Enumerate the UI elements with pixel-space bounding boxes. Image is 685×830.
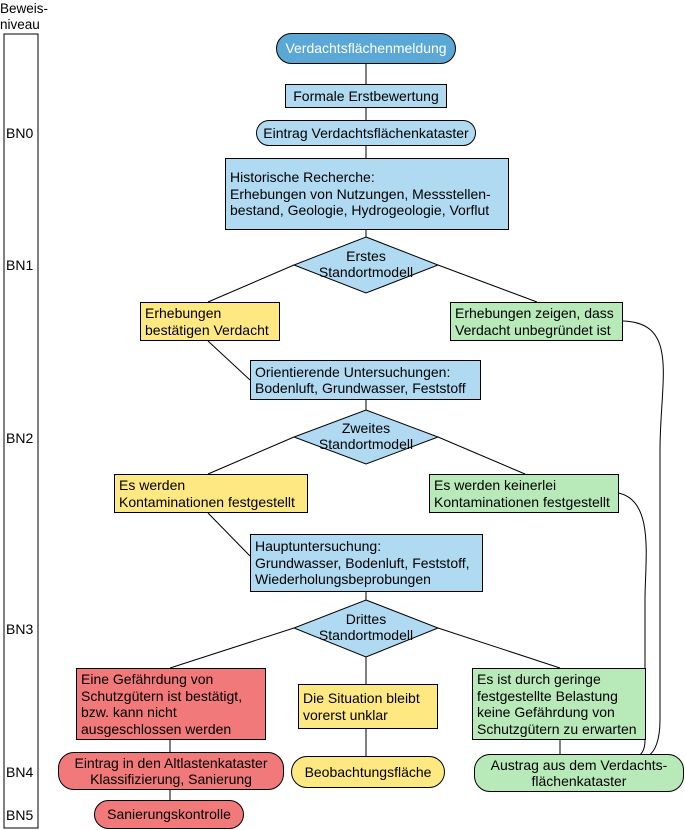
decision1-label: Erstes Standortmodell <box>306 248 426 280</box>
node-keinerlei-kontaminationen[interactable]: Es werden keinerlei Kontaminationen fest… <box>429 474 619 513</box>
sidebar-frame <box>3 33 39 829</box>
node-text: ausgeschlossen werden <box>81 720 232 737</box>
node-text: Bodenluft, Grundwasser, Feststoff <box>255 380 466 396</box>
node-beobachtungsflaeche[interactable]: Beobachtungsfläche <box>291 756 445 788</box>
node-text: Verdachtsflächenmeldung <box>285 40 447 57</box>
node-sanierungskontrolle[interactable]: Sanierungskontrolle <box>94 800 244 829</box>
node-text: Hauptuntersuchung: <box>255 538 382 555</box>
node-text: Schutzgütern ist bestätigt, <box>81 687 243 704</box>
node-text: Schutzgütern zu erwarten <box>477 720 637 737</box>
node-text: bzw. kann nicht <box>81 704 177 720</box>
node-text: keine Gefährdung von <box>477 704 615 720</box>
node-text: Eintrag in den Altlastenkataster <box>74 754 268 771</box>
node-text: Formale Erstbewertung <box>293 87 439 104</box>
node-orientierende-untersuchungen[interactable]: Orientierende Untersuchungen: Bodenluft,… <box>250 360 481 400</box>
node-text: Historische Recherche: <box>230 169 375 186</box>
node-text: Erhebungen von Nutzungen, Messstellen- <box>230 185 491 202</box>
node-historische-recherche[interactable]: Historische Recherche: Erhebungen von Nu… <box>225 158 509 230</box>
node-text: Drittes <box>345 611 387 627</box>
node-formale-erstbewertung[interactable]: Formale Erstbewertung <box>285 84 447 108</box>
node-verdacht-unbegruendet[interactable]: Erhebungen zeigen, dass Verdacht unbegrü… <box>450 302 623 341</box>
node-text: Eintrag Verdachtsflächenkataster <box>263 124 469 141</box>
node-text: Sanierungskontrolle <box>107 806 231 823</box>
edge-decision3-keinegef <box>437 627 561 669</box>
node-text: vorerst unklar <box>303 706 388 723</box>
sidebar-title: Beweis- niveau <box>0 1 48 33</box>
edge-decision2-kontnein <box>437 436 526 475</box>
node-text: Es werden keinerlei <box>434 477 557 493</box>
edge-decision2-kontja <box>207 436 295 475</box>
node-text: Kontaminationen festgestellt <box>119 493 295 510</box>
node-text: flächenkataster <box>531 773 627 789</box>
node-hauptuntersuchung[interactable]: Hauptuntersuchung: Grundwasser, Bodenluf… <box>250 534 483 592</box>
decision2-label: Zweites Standortmodell <box>306 420 426 452</box>
level-bn1: BN1 <box>6 257 34 273</box>
node-text: Standortmodell <box>318 436 414 452</box>
node-kontaminationen-festgestellt[interactable]: Es werden Kontaminationen festgestellt <box>114 474 308 513</box>
node-text: Kontaminationen festgestellt <box>434 493 610 510</box>
node-text: Die Situation bleibt <box>303 690 420 706</box>
node-text: bestätigen Verdacht <box>145 321 269 338</box>
decision2-diamond <box>292 409 440 465</box>
node-altlastenkataster[interactable]: Eintrag in den Altlastenkataster Klassif… <box>58 752 284 790</box>
node-text: festgestellte Belastung <box>477 687 618 704</box>
node-text: Austrag aus dem Verdachts- <box>490 756 668 773</box>
decision1-diamond <box>292 236 440 294</box>
node-text: Wiederholungsbeprobungen <box>255 571 431 588</box>
node-text: Standortmodell <box>318 627 414 643</box>
node-text: Zweites <box>341 420 391 436</box>
level-bn3: BN3 <box>6 621 34 637</box>
sidebar-title-line: Beweis- <box>0 1 49 16</box>
decision3-label: Drittes Standortmodell <box>306 611 426 643</box>
node-text: Orientierende Untersuchungen: <box>255 363 451 380</box>
node-text: bestand, Geologie, Hydrogeologie, Vorflu… <box>230 202 490 219</box>
node-text: Erhebungen <box>145 305 222 321</box>
node-keine-gefaehrdung[interactable]: Es ist durch geringe festgestellte Belas… <box>472 668 646 740</box>
node-text: Grundwasser, Bodenluft, Feststoff, <box>255 554 470 571</box>
node-text: Erstes <box>346 248 386 264</box>
node-austrag-verdachtsflaechenkataster[interactable]: Austrag aus dem Verdachts- flächenkatast… <box>474 754 684 792</box>
level-bn2: BN2 <box>6 430 34 446</box>
node-text: Verdacht unbegründet ist <box>455 321 611 338</box>
node-text: Klassifizierung, Sanierung <box>90 771 252 787</box>
node-text: Es ist durch geringe <box>477 671 601 687</box>
node-text: Beobachtungsfläche <box>304 763 432 780</box>
edge-decision1-unbegruendet <box>437 264 538 303</box>
decision3-diamond <box>292 599 440 658</box>
level-bn5: BN5 <box>6 807 34 823</box>
node-text: Eine Gefährdung von <box>81 671 214 687</box>
edge-decision1-bestaetigt <box>207 264 295 303</box>
edge-decision3-gefaehrdung <box>169 627 295 669</box>
edge-unbegruendet-austrag <box>621 320 664 757</box>
edge-bestaetigt-orientierend <box>207 340 251 381</box>
edge-kontja-haupt <box>207 512 251 557</box>
edge-kontnein-austrag <box>617 492 647 757</box>
level-bn4: BN4 <box>6 764 34 780</box>
sidebar-title-line: niveau <box>0 17 40 32</box>
node-erhebungen-bestaetigen[interactable]: Erhebungen bestätigen Verdacht <box>140 302 280 341</box>
node-text: Es werden <box>119 477 186 493</box>
node-text: Erhebungen zeigen, dass <box>455 305 614 321</box>
level-bn0: BN0 <box>6 125 34 141</box>
node-verdachtsflaechenmeldung[interactable]: Verdachtsflächenmeldung <box>276 33 456 64</box>
node-situation-unklar[interactable]: Die Situation bleibt vorerst unklar <box>298 684 438 729</box>
node-eintrag-verdachtsflaechenkataster[interactable]: Eintrag Verdachtsflächenkataster <box>256 120 476 146</box>
node-gefaehrdung-bestaetigt[interactable]: Eine Gefährdung von Schutzgütern ist bes… <box>76 668 266 740</box>
node-text: Standortmodell <box>318 264 414 280</box>
